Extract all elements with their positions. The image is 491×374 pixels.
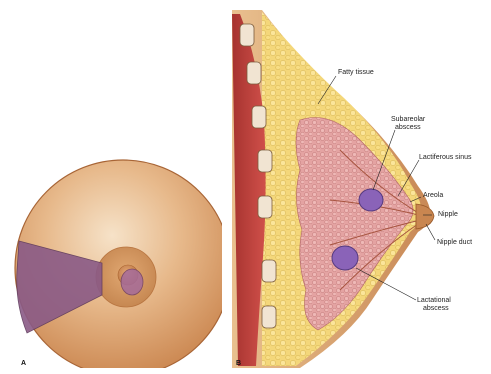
rib-2 xyxy=(247,62,261,84)
panel-b-letter: B xyxy=(236,360,241,367)
label-subareolar-line1: Subareolar xyxy=(391,116,425,123)
label-nipple: Nipple xyxy=(438,211,458,218)
label-lactational-line1: Lactational xyxy=(417,297,451,304)
lactational-abscess-b xyxy=(332,246,358,270)
rib-5 xyxy=(258,196,272,218)
label-fatty-tissue: Fatty tissue xyxy=(338,69,374,76)
rib-1 xyxy=(240,24,254,46)
label-nipple-duct: Nipple duct xyxy=(437,239,472,246)
rib-4 xyxy=(258,150,272,172)
label-lactiferous-sinus: Lactiferous sinus xyxy=(419,154,472,161)
label-subareolar-line2: abscess xyxy=(395,124,421,131)
nipple-shape-b xyxy=(416,204,434,229)
rib-3 xyxy=(252,106,266,128)
subareolar-abscess-b xyxy=(359,189,383,211)
label-areola: Areola xyxy=(423,192,443,199)
label-lactational-line2: abscess xyxy=(423,305,449,312)
rib-6 xyxy=(262,260,276,282)
rib-7 xyxy=(262,306,276,328)
leader-nipple-duct xyxy=(426,224,435,240)
